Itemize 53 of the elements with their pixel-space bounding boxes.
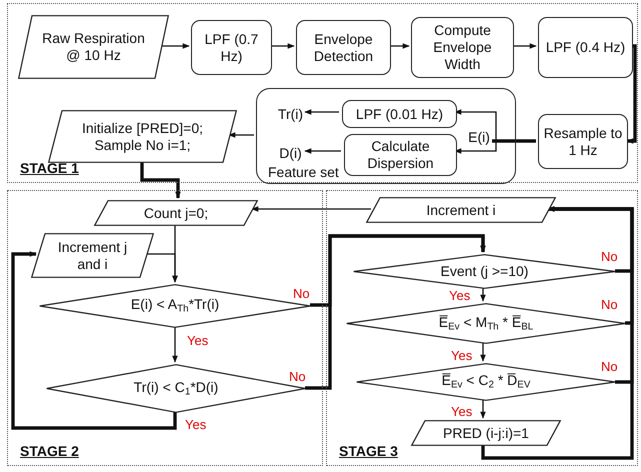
edge-label: No <box>600 298 619 312</box>
stage-heading: STAGE 3 <box>339 443 398 459</box>
stage-panel <box>7 190 323 466</box>
data-parallelogram: Increment j and i <box>31 233 154 278</box>
edge-label: Yes <box>184 418 208 432</box>
arrow <box>172 327 178 363</box>
edge-label: Yes <box>450 405 474 420</box>
stage-panel <box>7 3 638 183</box>
arrow <box>305 234 486 390</box>
process-box: LPF (0.01 Hz) <box>342 100 457 128</box>
edge-label: Yes <box>450 349 474 364</box>
process-box: LPF (0.7 Hz) <box>191 20 272 75</box>
arrow <box>146 253 178 283</box>
arrow <box>304 148 341 154</box>
arrow <box>626 44 637 144</box>
arrow <box>140 162 181 199</box>
edge-label: No <box>292 287 311 302</box>
edge-label: No <box>600 360 619 374</box>
arrow <box>480 288 486 302</box>
arrow <box>228 132 254 138</box>
arrow <box>251 206 371 212</box>
arrow <box>480 400 486 419</box>
data-parallelogram: Initialize [PRED]=0; Sample No i=1; <box>48 110 237 163</box>
arrow <box>271 43 295 49</box>
edge-label: Yes <box>448 289 472 304</box>
arrow <box>390 43 410 49</box>
group-panel <box>256 88 516 184</box>
stage-heading: STAGE 2 <box>20 443 79 459</box>
stage-panel <box>326 190 638 466</box>
process-box: Resample to 1 Hz <box>538 114 628 169</box>
edge-label: No <box>288 370 307 384</box>
arrow <box>480 343 486 362</box>
process-box: Calculate Dispersion <box>344 134 457 176</box>
process-box: LPF (0.4 Hz) <box>538 17 633 78</box>
stage-heading: STAGE 1 <box>20 160 79 176</box>
data-parallelogram: PRED (i-j:i)=1 <box>411 420 561 446</box>
arrow <box>161 43 190 49</box>
signal-label: D(i) <box>274 142 307 164</box>
signal-label: E(i) <box>464 126 494 148</box>
process-box: Compute Envelope Width <box>411 17 514 78</box>
arrow <box>513 43 537 49</box>
arrow <box>11 251 177 430</box>
data-parallelogram: Raw Respiration @ 10 Hz <box>18 15 169 79</box>
group-heading: Feature set <box>268 164 339 180</box>
process-box: Envelope Detection <box>296 20 391 75</box>
arrow <box>481 206 634 460</box>
edge-label: Yes <box>186 334 210 348</box>
arrow <box>304 109 339 115</box>
connector-line <box>492 139 536 143</box>
edge-label: No <box>600 250 619 264</box>
data-parallelogram: Increment i <box>366 197 556 223</box>
data-parallelogram: Count j=0; <box>94 200 258 226</box>
signal-label: Tr(i) <box>274 103 307 125</box>
